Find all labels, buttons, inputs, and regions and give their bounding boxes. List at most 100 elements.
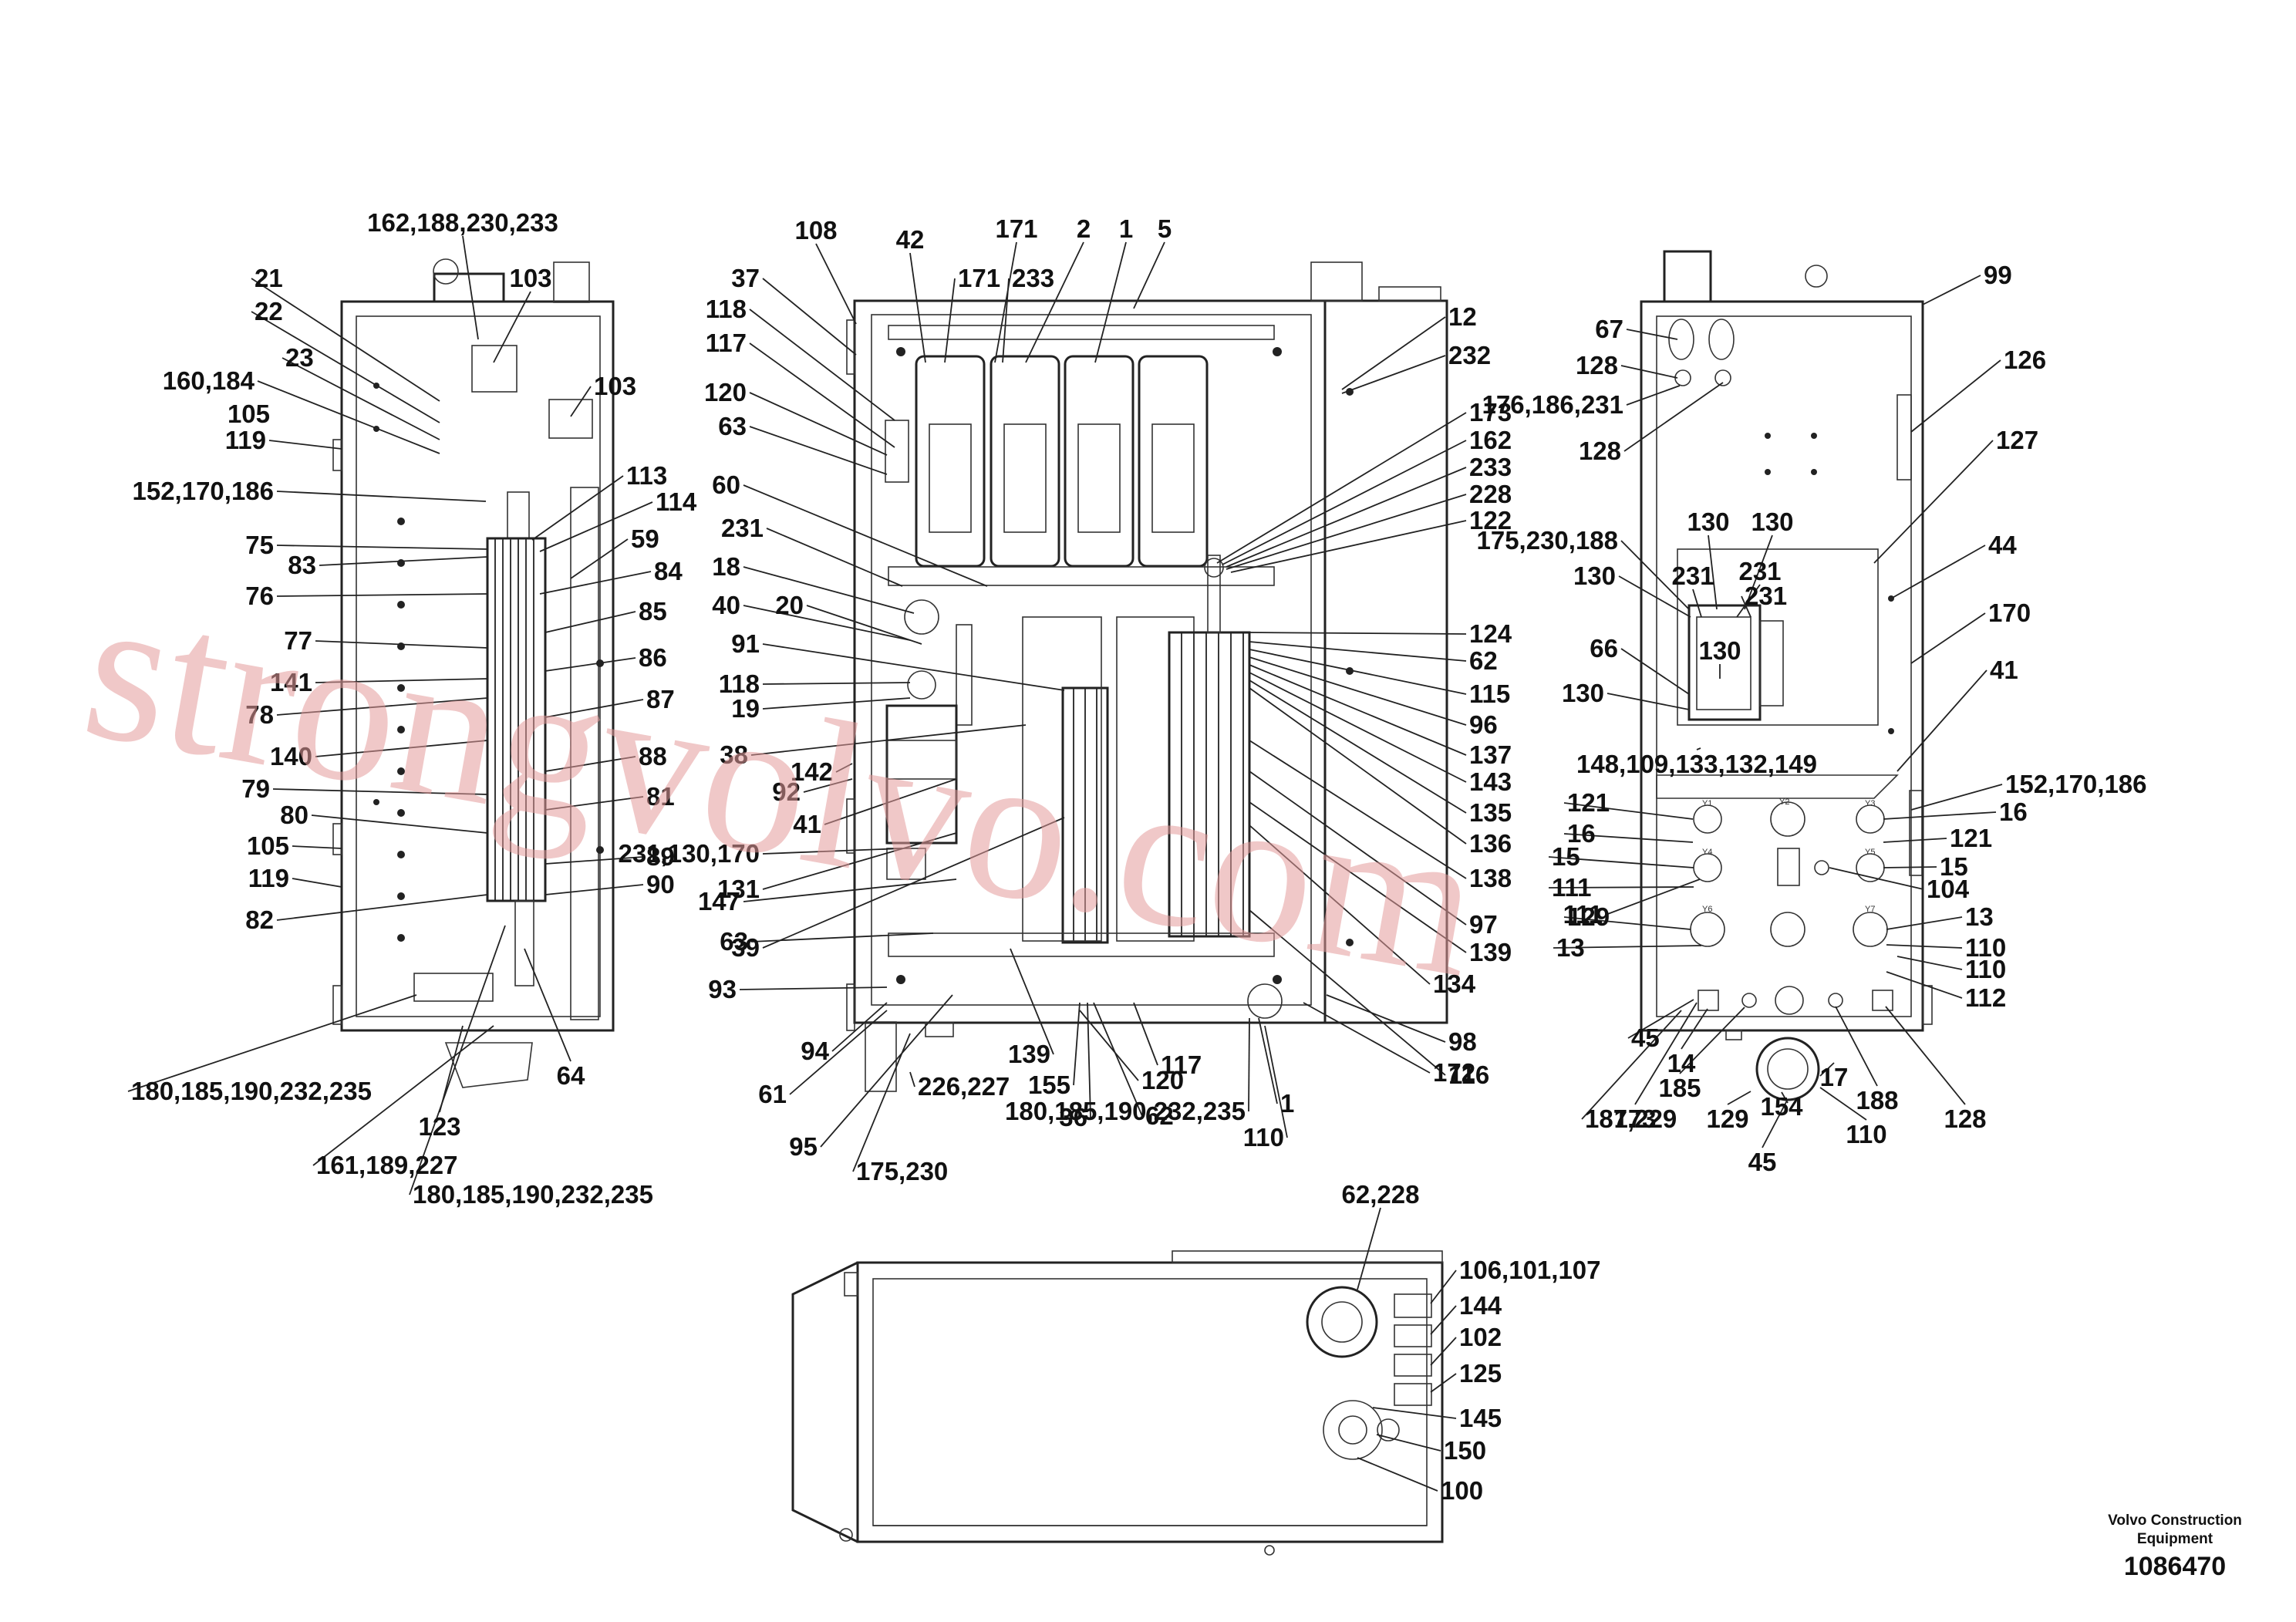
leader-line [1618,575,1691,618]
leader-line [852,1033,911,1172]
callout-152-170-186: 152,170,186 [132,477,274,505]
leader-line [1249,641,1467,662]
leader-line [1249,771,1467,926]
callout-96: 96 [1469,710,1498,739]
leader-line [539,501,653,552]
leader-line [749,392,888,456]
callout-36: 36 [1059,1103,1087,1131]
callout-121: 121 [1567,788,1610,817]
leader-line [1627,999,1694,1039]
leader-line [1736,584,1761,618]
leader-line [1922,275,1981,305]
leader-line [1623,382,1724,452]
callout-15: 15 [1940,852,1968,881]
leader-line [544,699,644,718]
callout-111: 111 [1563,900,1603,929]
callout-105: 105 [228,400,270,428]
screen-label: Y6 [1702,905,1712,914]
leader-line [539,571,652,595]
callout-23: 23 [285,343,314,372]
callout-15: 15 [1552,842,1580,871]
leader-line [1883,866,1937,868]
leader-line [1249,632,1467,635]
callout-37: 37 [731,264,760,292]
leader-line [1679,1007,1745,1074]
callout-180-185-190-232-235: 180,185,190,232,235 [413,1180,653,1209]
callout-123: 123 [418,1112,460,1141]
callout-80: 80 [280,801,308,829]
callout-layer: 162,188,230,2331032122160,18423105119103… [131,208,2147,1505]
callout-231: 231 [1671,561,1714,590]
callout-79: 79 [241,774,270,803]
callout-121: 121 [1950,824,1992,852]
screen-label: Y1 [1702,799,1712,808]
callout-63: 63 [720,927,748,956]
screen-label: Y7 [1865,905,1875,914]
callout-44: 44 [1988,531,2017,559]
callout-83: 83 [288,551,316,579]
callout-154: 154 [1760,1092,1803,1121]
callout-144: 144 [1459,1291,1502,1320]
leader-line [1896,956,1963,970]
leader-line [312,1025,494,1166]
callout-173: 173 [1469,398,1512,427]
callout-89: 89 [646,842,675,871]
callout-231-130-170: 231,130,170 [618,839,760,868]
leader-line [1222,440,1467,565]
leader-line [1563,802,1694,820]
callout-14: 14 [1667,1049,1696,1077]
callout-131: 131 [717,875,760,903]
leader-line [1002,278,1010,363]
leader-line [762,817,1065,949]
callout-17: 17 [1820,1063,1849,1091]
callout-130: 130 [1562,679,1604,707]
leader-line [1873,440,1994,564]
leader-line [1886,971,1963,999]
leader-line [1605,878,1701,916]
callout-231: 231 [721,514,764,542]
callout-110: 110 [1965,933,2006,962]
callout-130: 130 [1698,636,1741,665]
leader-line [1563,833,1694,843]
leader-line [1883,838,1947,843]
leader-line [820,994,953,1148]
callout-129: 129 [1567,902,1610,931]
leader-line [1607,693,1690,710]
leader-line [1341,355,1446,394]
leader-line [815,243,857,325]
callout-97: 97 [1469,910,1498,939]
callout-128: 128 [1944,1104,1986,1133]
leader-line [743,484,988,587]
callout-116: 116 [1448,1061,1489,1089]
leader-line [1249,801,1467,953]
screen-label: Y3 [1865,799,1875,808]
callout-233: 233 [1469,453,1512,481]
leader-line [835,763,853,773]
callout-226-227: 226,227 [918,1072,1010,1101]
callout-91: 91 [731,629,760,658]
leader-line [743,878,957,902]
callout-105: 105 [247,831,289,860]
callout-145: 145 [1459,1404,1502,1432]
callout-231: 231 [1738,557,1781,585]
leader-line [292,878,342,888]
callout-104: 104 [1927,875,1970,903]
leader-line [1620,540,1690,610]
leader-line [1230,520,1467,573]
leader-line [315,640,488,649]
callout-85: 85 [639,597,667,626]
callout-134: 134 [1433,969,1476,998]
callout-98: 98 [1448,1027,1477,1056]
right-side-view: Y1 Y2 Y3 Y4 Y5 Y6 Y7 [1640,250,1933,1101]
callout-185: 185 [1658,1074,1701,1102]
leader-line [1073,1002,1081,1086]
leader-line [944,278,956,363]
leader-line [1681,1008,1708,1050]
leader-line [1896,669,1988,772]
leader-line [1620,648,1690,695]
leader-line [1553,945,1702,949]
leader-line [409,925,506,1195]
leader-line [1133,1002,1158,1066]
callout-122: 122 [1469,506,1512,534]
